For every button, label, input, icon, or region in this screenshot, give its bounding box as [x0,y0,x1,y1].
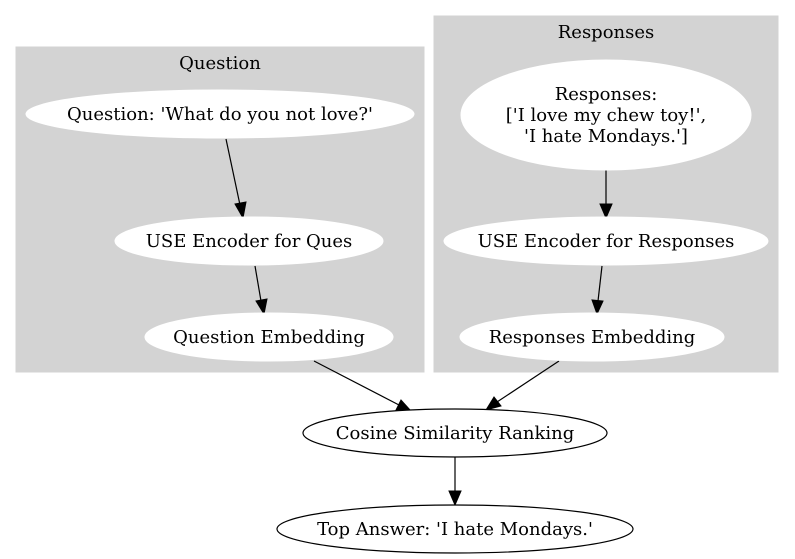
edge-responses-embedding-to-ranking [496,360,560,403]
node-question-embedding: Question Embedding [144,312,394,362]
node-responses-line-2: ['I love my chew toy!', [506,105,707,126]
edge-question-to-encoder [225,138,241,206]
edge-encoder-to-responses-embedding [597,265,603,302]
node-responses-shape [460,59,752,171]
node-question-embedding-shape [144,312,394,362]
edge-question-embedding-to-ranking-arrow [395,399,413,412]
edge-ranking-to-top-answer-arrow [448,490,462,507]
node-top-answer: Top Answer: 'I hate Mondays.' [276,504,634,554]
edge-responses-to-encoder-arrow [599,203,613,220]
node-cosine-ranking: Cosine Similarity Ranking [302,408,608,458]
node-responses-line-1: Responses: [555,84,658,105]
edges [225,138,613,507]
node-question-embedding-label: Question Embedding [173,327,365,348]
edge-question-to-encoder-arrow [234,201,247,220]
node-top-answer-label: Top Answer: 'I hate Mondays.' [317,519,593,540]
edge-encoder-to-responses-embedding-arrow [591,299,604,316]
node-responses-embedding: Responses Embedding [459,312,725,362]
node-question-shape [25,89,415,139]
node-use-encoder-ques: USE Encoder for Ques [114,216,384,266]
node-use-encoder-responses-label: USE Encoder for Responses [478,231,735,252]
node-cosine-ranking-shape [302,408,608,458]
node-responses-embedding-shape [459,312,725,362]
node-use-encoder-responses-shape [443,216,769,266]
node-responses: Responses: ['I love my chew toy!', 'I ha… [460,59,752,171]
edge-question-embedding-to-ranking [313,360,400,406]
node-question-label: Question: 'What do you not love?' [67,104,373,125]
edge-responses-embedding-to-ranking-arrow [484,396,502,411]
node-top-answer-shape [276,504,634,554]
cluster-question-label: Question [179,53,261,74]
edge-encoder-to-question-embedding-arrow [255,298,268,316]
cluster-responses-label: Responses [558,22,655,43]
node-responses-line-3: 'I hate Mondays.'] [524,126,688,147]
node-question: Question: 'What do you not love?' [25,89,415,139]
edge-encoder-to-question-embedding [254,265,262,302]
node-use-encoder-ques-shape [114,216,384,266]
node-use-encoder-responses: USE Encoder for Responses [443,216,769,266]
node-responses-embedding-label: Responses Embedding [489,327,696,348]
node-cosine-ranking-label: Cosine Similarity Ranking [336,423,575,444]
node-use-encoder-ques-label: USE Encoder for Ques [146,231,353,252]
